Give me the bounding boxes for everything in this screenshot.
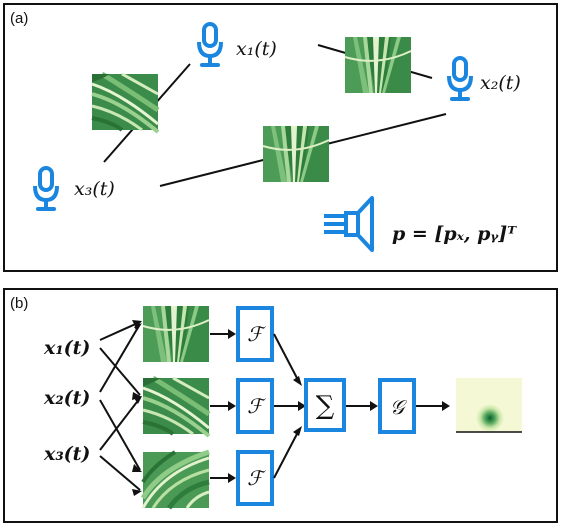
f-to-sum-arrows: [273, 333, 299, 479]
sum-to-g-arrowhead: [370, 401, 378, 411]
input-x2-label: x₂(t): [43, 387, 90, 409]
mic2-label: x₂(t): [480, 72, 521, 94]
source-position-label: p = [pₓ, pᵧ]ᵀ: [392, 223, 517, 245]
f-network-box: ℱ: [236, 450, 274, 506]
f-label: ℱ: [247, 322, 266, 346]
location-heatmap: [456, 378, 522, 433]
sum-label: ∑: [316, 391, 335, 421]
cross-correlation-image-12: [344, 36, 412, 94]
f-to-sum-arrowheads: [293, 376, 306, 436]
f-network-box: ℱ: [236, 306, 274, 362]
input-x3-label: x₃(t): [43, 443, 90, 465]
g-to-heatmap-arrowhead: [442, 401, 450, 411]
g-label: 𝒢: [390, 395, 408, 419]
mic1-label: x₁(t): [236, 38, 277, 60]
microphone-icon: [33, 166, 59, 211]
texture-to-f-arrowheads: [228, 329, 236, 483]
input-arrows: [99, 321, 141, 491]
mic3-label: x₃(t): [74, 178, 115, 200]
panel-b: (b): [3, 288, 558, 523]
f-label: ℱ: [247, 394, 266, 418]
g-network-box: 𝒢: [378, 378, 416, 434]
panel-b-label: (b): [10, 295, 29, 312]
speaker-icon: [324, 196, 374, 252]
input-x1-label: x₁(t): [43, 337, 90, 359]
sum-box: ∑: [304, 378, 346, 432]
texture-to-f-arrows: [210, 333, 230, 479]
panel-a-label: (a): [10, 10, 29, 27]
input-arrowheads: [132, 320, 142, 496]
f-network-box: ℱ: [236, 378, 274, 434]
f-label: ℱ: [247, 466, 266, 490]
cross-correlation-image-23: [262, 125, 330, 183]
microphone-icon: [197, 22, 223, 67]
microphone-icon: [447, 56, 473, 101]
cross-correlation-image-13: [92, 74, 158, 132]
